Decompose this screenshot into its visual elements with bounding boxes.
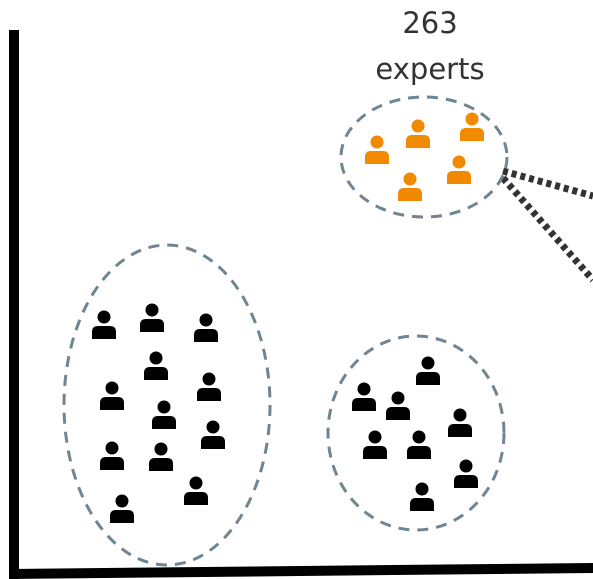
person-icon xyxy=(184,476,208,505)
person-icon xyxy=(352,382,376,411)
person-icon xyxy=(100,381,124,410)
person-icon xyxy=(100,441,124,470)
person-icon xyxy=(407,430,431,459)
middle-cluster-outline xyxy=(326,334,506,532)
person-icon xyxy=(363,430,387,459)
person-icon xyxy=(140,303,164,332)
person-icon xyxy=(144,351,168,380)
expert-unit-label: experts xyxy=(375,52,485,86)
expert-person-icon xyxy=(365,135,389,164)
person-icon xyxy=(197,372,221,401)
person-icon xyxy=(149,442,173,471)
person-icon xyxy=(152,400,176,429)
expert-person-icon xyxy=(406,119,430,148)
person-icon xyxy=(201,420,225,449)
person-icon xyxy=(194,313,218,342)
pointer-line-lower xyxy=(500,175,593,283)
person-icon xyxy=(110,494,134,523)
expert-person-icon xyxy=(460,112,484,141)
person-icon xyxy=(92,310,116,339)
pointer-line-upper xyxy=(502,167,593,200)
y-axis xyxy=(9,30,19,579)
expert-person-icon xyxy=(398,172,422,201)
expert-person-icon xyxy=(447,155,471,184)
expert-count-label: 263 xyxy=(402,6,458,40)
person-icon xyxy=(454,459,478,488)
experts-cluster-outline xyxy=(339,95,509,219)
x-axis xyxy=(9,563,593,579)
person-icon xyxy=(410,482,434,511)
person-icon xyxy=(416,356,440,385)
left-cluster-outline xyxy=(62,243,272,567)
person-icon xyxy=(448,408,472,437)
person-icon xyxy=(386,391,410,420)
